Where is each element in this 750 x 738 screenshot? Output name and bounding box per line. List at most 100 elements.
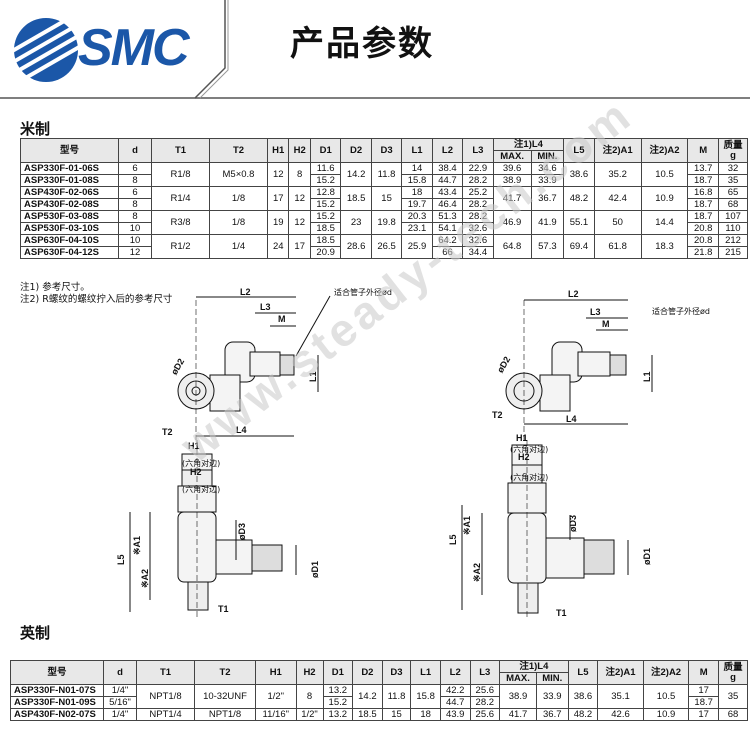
cell-a2: 10.5 — [640, 162, 689, 187]
page-title: 产品参数 — [290, 24, 434, 64]
cell-d: 5/16" — [103, 696, 137, 709]
label-a2-right: ※A2 — [472, 563, 482, 582]
cell-t2: 1/8 — [209, 210, 268, 235]
cell-model: ASP430F-N02-07S — [10, 708, 104, 721]
cell-d: 1/4" — [103, 708, 137, 721]
cell-a1: 61.8 — [593, 234, 642, 259]
label-m-right: M — [602, 319, 610, 329]
col-l4-inch: 注1)L4 — [499, 660, 569, 673]
cell-d1: 15.2 — [309, 198, 342, 211]
label-h2-right: H2 — [518, 452, 530, 462]
label-d2-left: øD2 — [169, 357, 186, 377]
col-d1: D1 — [309, 138, 342, 163]
col-d-inch: d — [103, 660, 137, 685]
cell-l1: 25.9 — [401, 234, 433, 259]
cell-l4min: 36.7 — [535, 708, 569, 721]
cell-d2: 18.5 — [352, 708, 383, 721]
cell-h1: 1/2" — [255, 684, 297, 709]
label-t2-left: T2 — [162, 427, 173, 437]
smc-logo-icon — [7, 17, 84, 82]
brand-logo-text: SMC — [78, 19, 190, 77]
label-a1-left: ※A1 — [132, 536, 142, 555]
col-t2: T2 — [209, 138, 268, 163]
cell-l5: 55.1 — [563, 210, 595, 235]
cell-d3: 26.5 — [370, 234, 403, 259]
label-t1-left: T1 — [218, 604, 229, 614]
cell-m: 17 — [688, 708, 719, 721]
cell-t1: NPT1/4 — [136, 708, 195, 721]
label-h2-left: H2 — [190, 467, 202, 477]
col-l4-max: MAX. — [492, 150, 532, 163]
cell-m: 17 — [688, 684, 719, 697]
cell-d1: 13.2 — [322, 708, 354, 721]
cell-t2: NPT1/8 — [194, 708, 256, 721]
cell-t1: R3/8 — [151, 210, 210, 235]
cell-a2: 10.9 — [642, 708, 690, 721]
cell-h2: 8 — [288, 162, 311, 187]
col-d3: D3 — [370, 138, 403, 163]
col-t2-inch: T2 — [194, 660, 256, 685]
note-1: 注1) 参考尺寸。 — [20, 282, 90, 293]
cell-l4min: 33.9 — [535, 684, 569, 709]
cell-l2: 42.2 — [439, 684, 471, 697]
label-d1-right: øD1 — [642, 548, 652, 565]
cell-mass: 68 — [718, 708, 748, 721]
table-notes: 注1) 参考尺寸。 注2) R螺纹的螺纹拧入后的参考尺寸 — [20, 282, 172, 306]
label-a1-right: ※A1 — [462, 516, 472, 535]
cell-d: 12 — [118, 246, 152, 259]
col-h2: H2 — [288, 138, 311, 163]
cell-d2: 18.5 — [340, 186, 372, 211]
cell-l4max: 64.8 — [492, 234, 532, 259]
cell-l4min: 57.3 — [530, 234, 565, 259]
label-l2-left: L2 — [240, 287, 251, 297]
cell-model: ASP330F-N01-07S — [10, 684, 104, 697]
cell-a2: 10.9 — [640, 186, 689, 211]
cell-model: ASP630F-04-12S — [20, 246, 119, 259]
label-hex2-left: (六角对边) — [182, 484, 220, 494]
section-inch-label: 英制 — [20, 624, 51, 642]
label-l2-right: L2 — [568, 289, 579, 299]
label-d3-right: øD3 — [568, 515, 578, 532]
cell-a1: 35.1 — [597, 684, 644, 709]
cell-l2: 44.7 — [439, 696, 471, 709]
cell-h2: 1/2" — [295, 708, 324, 721]
left-front-view — [129, 440, 297, 620]
cell-l3: 25.6 — [469, 684, 501, 697]
cell-l1: 15.8 — [410, 684, 441, 709]
col-d1-inch: D1 — [322, 660, 354, 685]
col-t1: T1 — [151, 138, 210, 163]
cell-d1: 20.9 — [309, 246, 342, 259]
col-l4: 注1)L4 — [492, 138, 565, 151]
cell-m: 18.7 — [688, 696, 719, 709]
cell-t2: 10-32UNF — [194, 684, 256, 709]
cell-a2: 18.3 — [640, 234, 689, 259]
label-l3-left: L3 — [260, 302, 271, 312]
col-l5-inch: L5 — [567, 660, 599, 685]
cell-d1: 18.5 — [309, 222, 342, 235]
label-a2-left: ※A2 — [140, 569, 150, 588]
cell-l2: 66 — [431, 246, 464, 259]
label-d2-right: øD2 — [495, 355, 512, 375]
label-l1-right: L1 — [642, 371, 652, 382]
cell-d: 1/4" — [103, 684, 137, 697]
label-l5-right: L5 — [448, 534, 458, 545]
cell-d2: 14.2 — [352, 684, 383, 709]
label-m-left: M — [278, 314, 286, 324]
cell-a2: 10.5 — [642, 684, 690, 709]
col-d: d — [118, 138, 152, 163]
right-top-view — [505, 299, 653, 440]
cell-model: ASP330F-N01-09S — [10, 696, 104, 709]
cell-t1: NPT1/8 — [136, 684, 195, 709]
label-d1-left: øD1 — [310, 561, 320, 578]
label-hex2-right: (六角对边) — [510, 472, 548, 482]
cell-h2: 17 — [288, 234, 311, 259]
cell-d3: 11.8 — [381, 684, 412, 709]
cell-h1: 11/16" — [255, 708, 297, 721]
cell-h2: 8 — [295, 684, 324, 709]
cell-mass: 215 — [718, 246, 748, 259]
col-a2-inch: 注2)A2 — [642, 660, 690, 685]
header: SMC 产品参数 — [0, 0, 750, 100]
